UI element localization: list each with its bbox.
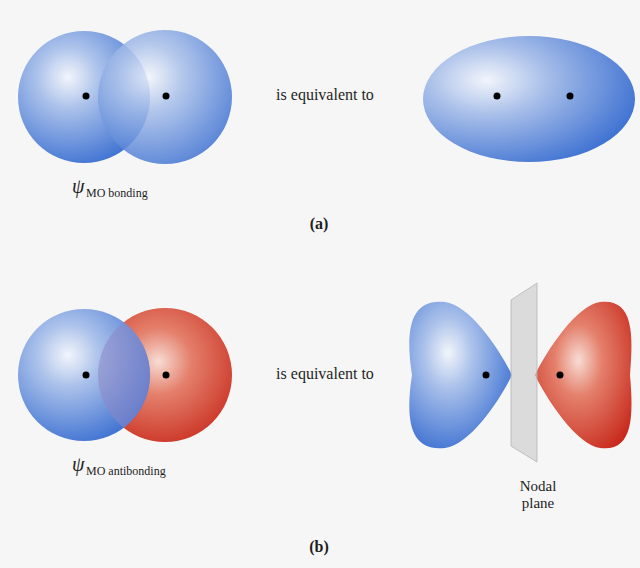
- panel-label: (a): [310, 215, 329, 233]
- nucleus-dot: [494, 93, 501, 100]
- psi-symbol: ψ: [72, 453, 84, 476]
- nucleus-dot: [163, 372, 170, 379]
- nucleus-dot: [83, 93, 90, 100]
- subscript-label: MO antibonding: [86, 465, 166, 479]
- psi-symbol: ψ: [72, 175, 84, 198]
- overlap-region: [18, 309, 150, 441]
- relation-text: is equivalent to: [276, 86, 374, 104]
- nucleus-dot: [163, 93, 170, 100]
- nodal-plane: [511, 283, 537, 462]
- panel-label: (b): [309, 538, 329, 556]
- nucleus-dot: [557, 372, 564, 379]
- nucleus-dot: [483, 372, 490, 379]
- orbital-lobe: [535, 302, 632, 449]
- subscript-label: MO bonding: [86, 187, 148, 201]
- atomic-orbital: [18, 309, 150, 441]
- nucleus-dot: [567, 93, 574, 100]
- annotation: Nodal plane: [503, 478, 573, 513]
- relation-text: is equivalent to: [276, 365, 374, 383]
- atomic-orbital: [98, 30, 232, 164]
- bonding-orbital: [423, 36, 635, 162]
- orbital-lobe: [409, 302, 512, 449]
- nucleus-dot: [83, 372, 90, 379]
